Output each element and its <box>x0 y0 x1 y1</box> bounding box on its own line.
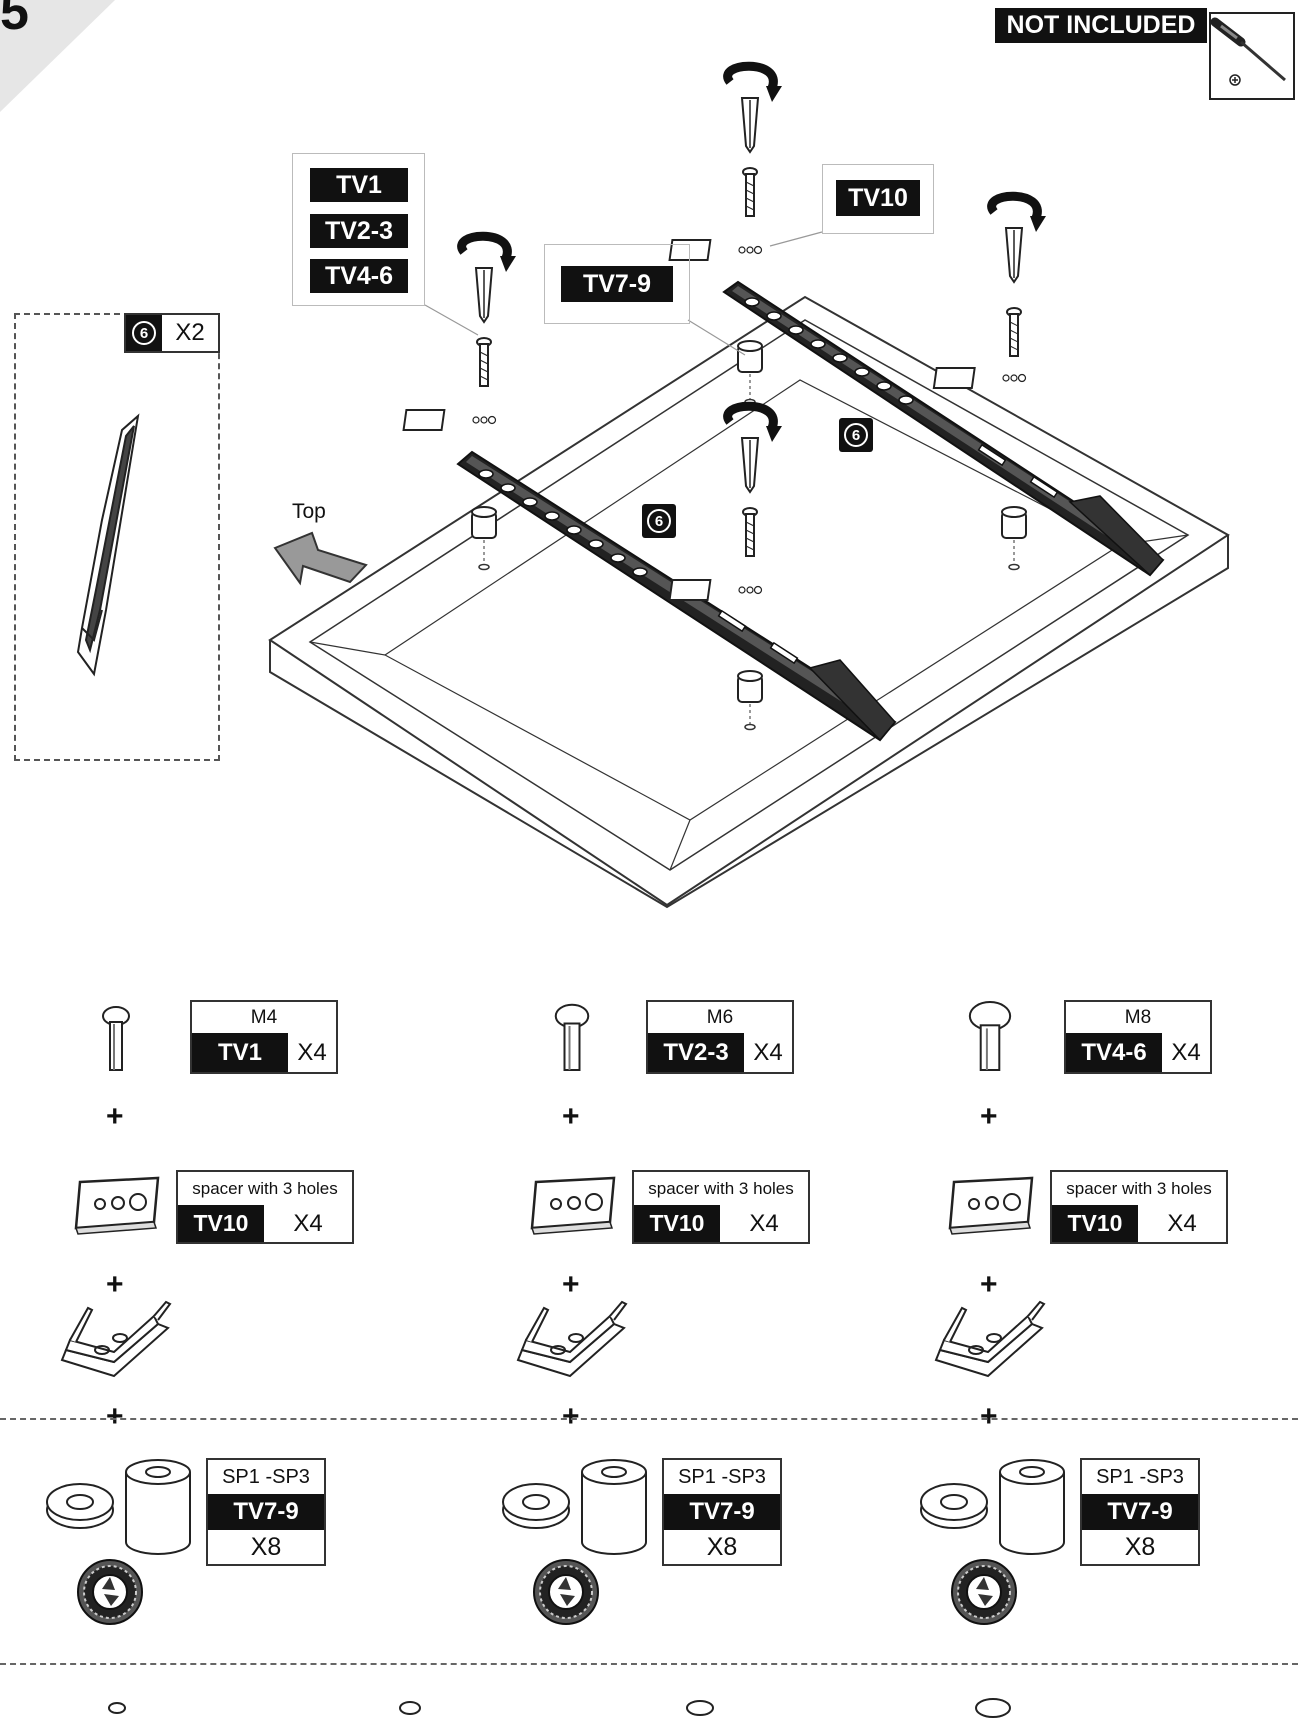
screw-size: M6 <box>706 1006 734 1028</box>
screw-stack-right <box>932 191 1046 389</box>
spacer-code: TV10 <box>178 1205 264 1242</box>
screw-stack-left <box>402 231 516 431</box>
part-6-badge-left: 6 <box>642 504 676 538</box>
sp-code: TV7-9 <box>1082 1494 1198 1530</box>
plus-sign: + <box>980 1400 998 1433</box>
spacer-qty: X4 <box>1167 1209 1197 1237</box>
tv7-9-label-box <box>544 244 690 324</box>
plus-sign: + <box>106 1400 124 1433</box>
screw-code: TV2-3 <box>648 1033 744 1072</box>
tv4-6-label: TV4-6 <box>310 259 408 293</box>
plus-sign: + <box>106 1100 124 1133</box>
screw-stack-middle <box>668 401 782 601</box>
not-included-label: NOT INCLUDED <box>995 8 1207 43</box>
top-arrow-icon <box>273 531 368 586</box>
washer-icon <box>46 1483 114 1529</box>
screwdriver-icon <box>1210 17 1286 86</box>
screw-qty: X4 <box>297 1038 327 1066</box>
screwdriver-box <box>1209 12 1295 100</box>
bracket-clip-icon <box>934 1300 1046 1378</box>
hub-icon <box>951 1559 1017 1625</box>
sp-code: TV7-9 <box>664 1494 780 1530</box>
part-6-number: 6 <box>132 321 156 345</box>
sp-range: SP1 -SP3 <box>222 1465 310 1488</box>
plus-sign: + <box>980 1268 998 1301</box>
plus-sign: + <box>980 1100 998 1133</box>
plus-sign: + <box>562 1400 580 1433</box>
washer-icon <box>920 1483 988 1529</box>
part-6-bracket-icon <box>76 413 140 677</box>
spacer-description: spacer with 3 holes <box>192 1178 338 1198</box>
separator-line-1 <box>0 1418 1298 1420</box>
plus-sign: + <box>562 1268 580 1301</box>
spacer-sleeve-icon <box>999 1459 1065 1555</box>
sp-qty: X8 <box>706 1532 738 1561</box>
tv-label-group-box <box>292 153 425 306</box>
tv2-3-label: TV2-3 <box>310 214 408 248</box>
sp-qty: X8 <box>1124 1532 1156 1561</box>
part-6-quantity: X2 <box>162 315 218 351</box>
washer-icon <box>502 1483 570 1529</box>
bottom-hole-outlines <box>108 1698 1011 1718</box>
screw-qty: X4 <box>753 1038 783 1066</box>
tv7-9-label: TV7-9 <box>561 266 673 302</box>
separator-line-2 <box>0 1663 1298 1665</box>
step-corner-shade <box>0 0 115 112</box>
tv1-label: TV1 <box>310 168 408 202</box>
spacer-icon <box>948 1176 1034 1235</box>
hub-icon <box>533 1559 599 1625</box>
screw-icon <box>102 1006 130 1071</box>
sp-range: SP1 -SP3 <box>1096 1465 1184 1488</box>
screw-code: TV4-6 <box>1066 1033 1162 1072</box>
plus-sign: + <box>562 1100 580 1133</box>
screw-icon <box>968 1001 1012 1071</box>
top-direction-label: Top <box>292 500 326 523</box>
bracket-right <box>722 280 1165 577</box>
hub-icon <box>77 1559 143 1625</box>
part-6-dashed-box <box>14 313 220 761</box>
part-6-badge-right: 6 <box>839 418 873 452</box>
screw-size: M4 <box>250 1006 278 1028</box>
screw-qty: X4 <box>1171 1038 1201 1066</box>
bracket-clip-icon <box>516 1300 628 1378</box>
tv10-label: TV10 <box>836 180 920 216</box>
screw-size: M8 <box>1124 1006 1152 1028</box>
spacer-code: TV10 <box>634 1205 720 1242</box>
sp-code: TV7-9 <box>208 1494 324 1530</box>
tv10-label-box <box>822 164 934 234</box>
spacer-sleeve-icon <box>581 1459 647 1555</box>
spacer-qty: X4 <box>749 1209 779 1237</box>
spacer-sleeve-icon <box>125 1459 191 1555</box>
tv-assembly-scene <box>76 61 1230 909</box>
spacer-qty: X4 <box>293 1209 323 1237</box>
plus-sign: + <box>106 1268 124 1301</box>
sp-range: SP1 -SP3 <box>678 1465 766 1488</box>
spacer-icon <box>74 1176 160 1235</box>
bracket-clip-icon <box>60 1300 172 1378</box>
part-6-qty-box: 6 X2 <box>124 313 220 353</box>
spacer-description: spacer with 3 holes <box>1066 1178 1212 1198</box>
spacer-description: spacer with 3 holes <box>648 1178 794 1198</box>
sp-qty: X8 <box>250 1532 282 1561</box>
spacer-code: TV10 <box>1052 1205 1138 1242</box>
screw-code: TV1 <box>192 1033 288 1072</box>
spacer-icon <box>530 1176 616 1235</box>
screw-icon <box>554 1003 590 1071</box>
step-number: 5 <box>0 0 29 41</box>
standoffs <box>471 340 1027 703</box>
